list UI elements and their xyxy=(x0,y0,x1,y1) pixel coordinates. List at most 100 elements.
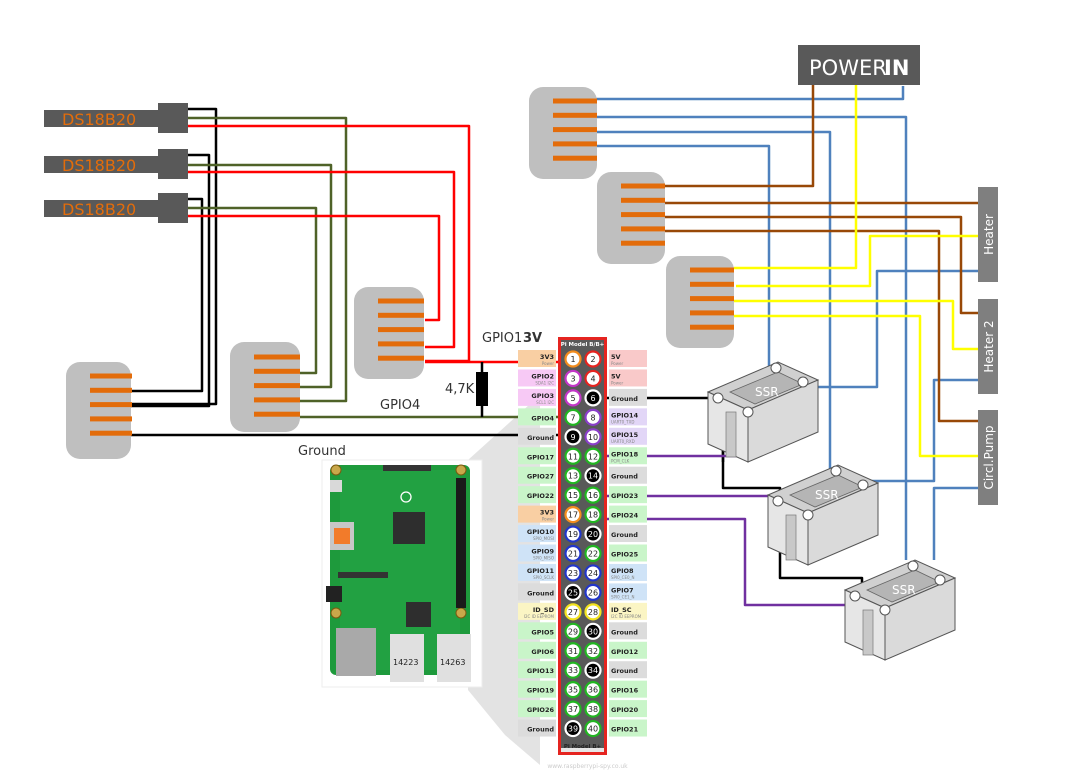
usb-label-2: 14263 xyxy=(440,658,465,667)
gpio-pin xyxy=(564,447,582,465)
connector-terminal xyxy=(378,312,424,318)
pin-name-right: Ground xyxy=(611,473,638,481)
gpio-pin-number: 5 xyxy=(570,394,575,403)
gpio-pin-number: 20 xyxy=(588,530,598,539)
pin-name-right: GPIO24 xyxy=(611,512,639,520)
pin-name-right: GPIO15 xyxy=(611,431,639,439)
connector-block-ground xyxy=(66,362,132,459)
gpio-pin-number: 37 xyxy=(568,705,578,714)
ground-label: Ground xyxy=(298,444,346,459)
pin-label-cell xyxy=(609,602,647,620)
pin-label-cell xyxy=(518,680,556,698)
pin-label-cell xyxy=(609,466,647,484)
pin-label-cell xyxy=(609,447,647,465)
gpio-pin xyxy=(584,505,602,524)
pin-sub-right: Power xyxy=(611,380,623,385)
sensor-ds18b20: DS18B20 xyxy=(44,103,188,133)
wire-brown-pump xyxy=(664,229,978,423)
pin-name-left: GPIO27 xyxy=(527,473,554,481)
pin-label-cell xyxy=(518,427,556,445)
pin-sub-right: SPI0_CE0_N xyxy=(611,575,635,580)
pin-label-cell xyxy=(518,408,556,426)
connector-terminal xyxy=(621,197,665,203)
pin-label-cell xyxy=(609,350,647,367)
gpio-pin xyxy=(584,681,602,699)
pin-label-cell xyxy=(609,525,647,543)
header-credit: www.raspberrypi-spy.co.uk xyxy=(547,763,628,770)
load-box: Heater 2 xyxy=(978,299,998,394)
wire-blue-4 xyxy=(596,144,771,368)
gpio-pin xyxy=(584,642,602,660)
connector-terminal xyxy=(690,296,734,302)
wire-blue-pump xyxy=(932,486,978,560)
gpio-pin xyxy=(564,622,582,640)
pin-sub-right: PCM_CLK xyxy=(611,458,630,463)
gpio-pin-number: 18 xyxy=(588,511,598,520)
pin-label-cell xyxy=(609,583,647,601)
connector-terminal xyxy=(690,267,734,273)
gpio-pin-number: 27 xyxy=(568,608,578,617)
pin-name-right: Ground xyxy=(611,531,638,539)
pin-label-cell xyxy=(518,661,556,679)
connector-block-brown xyxy=(597,172,665,264)
wire-sensor2-olive xyxy=(188,163,333,389)
gpio-pin xyxy=(564,681,582,699)
gpio-pin-number: 9 xyxy=(570,433,575,442)
pin-name-right: GPIO12 xyxy=(611,648,638,656)
wire-gpio24-purple xyxy=(595,517,886,607)
wire-sensor3-black xyxy=(130,197,204,393)
wire-sensor1-black xyxy=(130,107,218,406)
gpio-pin-number: 30 xyxy=(588,627,598,636)
pin-name-left: GPIO3 xyxy=(531,392,554,400)
pin-label-cell xyxy=(609,408,647,426)
pin-name-right: GPIO20 xyxy=(611,706,639,714)
pin-name-right: GPIO14 xyxy=(611,411,639,419)
pin-label-cell xyxy=(609,427,647,445)
pin-label-cell xyxy=(518,388,556,406)
gpio-pin xyxy=(564,428,582,446)
load-box: Heater xyxy=(978,187,998,282)
pin-label-cell xyxy=(518,544,556,562)
gpio4-label: GPIO4 xyxy=(380,398,420,413)
gpio-pin-number: 22 xyxy=(588,550,598,559)
gpio-pin-number: 11 xyxy=(568,452,578,461)
pin-name-left: GPIO6 xyxy=(531,648,554,656)
pin-name-left: 3V3 xyxy=(540,353,554,361)
pin-label-cell xyxy=(518,505,556,523)
sensor-label: DS18B20 xyxy=(62,110,136,129)
connector-terminal xyxy=(378,298,424,304)
wire-sensor3-red xyxy=(188,214,441,322)
wire-sensor3-olive xyxy=(188,206,318,375)
gpio-pin-number: 26 xyxy=(588,588,598,597)
gpio-pin-number: 10 xyxy=(588,433,598,442)
gpio-pin-number: 23 xyxy=(568,569,578,578)
wire-sensor2-black xyxy=(130,153,211,408)
connector-terminal xyxy=(621,183,665,189)
gpio-pin-number: 35 xyxy=(568,686,578,695)
gpio-pin-number: 6 xyxy=(590,394,595,403)
connector-terminal xyxy=(553,141,597,147)
wire-yellow-power xyxy=(734,84,858,270)
gpio-pin-number: 29 xyxy=(568,627,578,636)
gpio-pin xyxy=(564,525,582,543)
gpio-pin xyxy=(564,544,582,563)
gpio-header: Pi Model B/B+Pi Model B+www.raspberrypi-… xyxy=(518,337,647,770)
sensor-label: DS18B20 xyxy=(62,200,136,219)
pin-label-cell xyxy=(609,486,647,504)
pin-label-cell xyxy=(609,661,647,679)
pin-name-left: GPIO2 xyxy=(531,372,554,380)
pin-name-right: Ground xyxy=(611,628,638,636)
gpio-pin-number: 2 xyxy=(590,355,595,364)
gpio-pin-number: 33 xyxy=(568,666,578,675)
pin-name-left: GPIO9 xyxy=(531,548,554,556)
gpio-pin-number: 40 xyxy=(588,725,598,734)
connector-terminal xyxy=(378,327,424,333)
connector-terminal xyxy=(90,373,132,379)
pin-label-cell xyxy=(609,563,647,581)
pin-name-right: GPIO18 xyxy=(611,450,639,458)
gpio-pin xyxy=(564,661,582,679)
pin-name-left: GPIO22 xyxy=(527,492,554,500)
ssr-relay: SSR xyxy=(766,464,880,566)
